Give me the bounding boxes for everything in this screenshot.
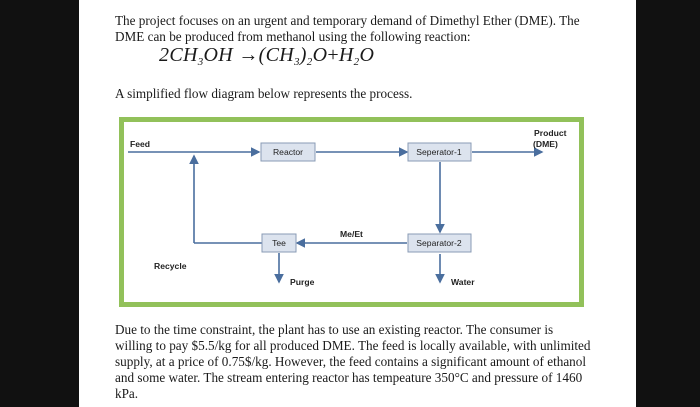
separator1-label: Seperator-1 (416, 147, 462, 157)
tee-label: Tee (272, 238, 286, 248)
tee-box (261, 233, 297, 253)
water-subscript: 2 (353, 56, 360, 68)
reactor-box (260, 142, 316, 162)
recycle-label: Recycle (154, 261, 187, 271)
closing-line-1: Due to the time constraint, the plant ha… (115, 322, 554, 337)
product-label-line2: (DME) (533, 139, 558, 149)
flow-diagram: Reactor Seperator-1 Separator-2 Tee Feed… (119, 117, 584, 307)
separator2-box (407, 233, 472, 253)
intro-paragraph: The project focuses on an urgent and tem… (115, 13, 615, 45)
reaction-plus: + (327, 44, 339, 66)
reactant-coefficient: 2 (159, 44, 170, 66)
viewer-frame-left (0, 0, 79, 407)
product-o: O (312, 44, 328, 66)
intro-line-1: The project focuses on an urgent and tem… (115, 13, 580, 28)
reactant-subscript: 3 (197, 56, 204, 68)
product-subscript-2: 2 (306, 56, 313, 68)
me-et-label: Me/Et (340, 229, 363, 239)
water-o: O (359, 44, 375, 66)
diagram-caption: A simplified flow diagram below represen… (115, 86, 413, 101)
product-paren: ) (299, 44, 307, 66)
feed-label: Feed (130, 139, 150, 149)
water-label: Water (451, 277, 475, 287)
closing-line-5: kPa. (115, 386, 139, 401)
reaction-equation: 2CH3OH →(CH3)2O+H2O (159, 44, 374, 68)
reactant-oh: OH (203, 44, 234, 66)
reactor-label: Reactor (273, 147, 303, 157)
reactant-ch: CH (169, 44, 198, 66)
closing-line-4: and some water. The stream entering reac… (115, 370, 583, 385)
product-ch: (CH (258, 44, 294, 66)
water-h: H (338, 44, 354, 66)
separator1-box (407, 142, 472, 162)
closing-line-3: supply, at a price of 0.75$/kg. However,… (115, 354, 587, 369)
constraints-paragraph: Due to the time constraint, the plant ha… (115, 322, 615, 402)
reaction-arrow: → (238, 44, 259, 66)
intro-line-2: DME can be produced from methanol using … (115, 29, 471, 44)
closing-line-2: willing to pay $5.5/kg for all produced … (115, 338, 591, 353)
document-page: The project focuses on an urgent and tem… (79, 0, 636, 407)
separator2-label: Separator-2 (416, 238, 462, 248)
purge-label: Purge (290, 277, 315, 287)
viewer-frame-right (636, 0, 700, 407)
flow-diagram-svg: Reactor Seperator-1 Separator-2 Tee Feed… (128, 128, 567, 287)
product-subscript-1: 3 (293, 56, 300, 68)
product-label-line1: Product (534, 128, 567, 138)
